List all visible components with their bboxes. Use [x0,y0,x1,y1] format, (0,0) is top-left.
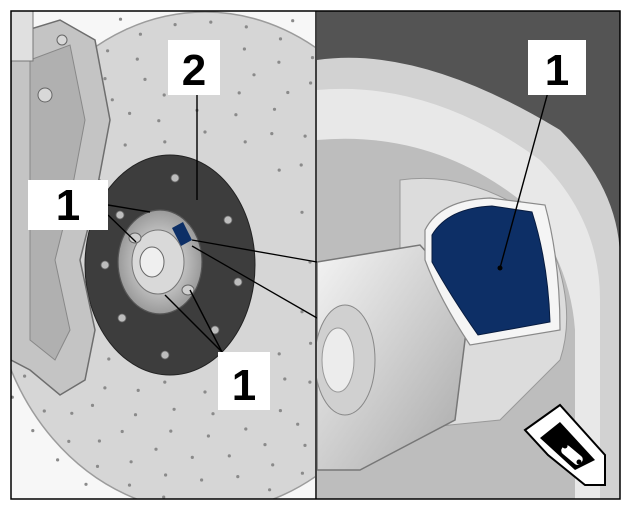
zoom-indicator-lines [191,239,318,319]
perforation-dot [128,111,132,115]
perforation-dot [103,77,107,81]
perforation-dot [303,443,307,447]
perforation-dot [190,455,194,459]
perforation-dot [242,47,246,51]
panel-frames [10,10,621,500]
perforation-dot [163,140,167,144]
perforation-dot [308,380,312,384]
perforation-dot [278,37,283,41]
perforation-dot [123,143,127,147]
perforation-dot [120,429,124,434]
perforation-dot [277,60,281,64]
perforation-dot [173,23,177,27]
perforation-dot [56,458,60,462]
callout-1-detail: 1 [528,40,586,95]
perforation-dot [133,413,138,417]
callout-label: 1 [232,361,256,410]
callout-leader [499,91,549,269]
perforation-dot [234,113,238,117]
callout-label: 1 [545,46,569,95]
perforation-dot [172,407,176,411]
perforation-dot [110,98,114,102]
perforation-dot [309,341,313,345]
perforation-dot [300,310,304,314]
perforation-dot [211,412,215,416]
perforation-dot [252,73,256,77]
perforation-dot [272,107,277,111]
callout-2-top: 2 [168,40,220,95]
perforation-dot [286,90,290,95]
perforation-dot [23,374,27,378]
perforation-dot [300,471,304,475]
perforation-dot [162,93,166,97]
callout-leaders [107,95,223,353]
perforation-dot [310,56,315,60]
callout-1-upper-left: 1 [28,180,108,230]
perforation-dot [143,77,147,81]
perforation-dot [291,19,295,23]
perforation-dot [135,57,139,61]
perforation-dot [162,495,166,499]
callout-label: 2 [182,46,206,95]
perforation-dot [136,388,140,392]
paint-marking [431,205,551,336]
perforation-dot [303,134,307,138]
perforation-dot [67,439,71,443]
perforation-dot [283,377,287,381]
perforation-dot [236,475,240,479]
perforation-dot [277,168,281,172]
callout-1-bottom: 1 [218,352,270,410]
perforation-dot [263,443,267,447]
perforation-dot [95,464,100,468]
perforation-dot [127,483,132,487]
perforation-dot [138,32,142,36]
perforation-dot [270,132,274,136]
perforation-dot [31,429,35,433]
perforation-dot [278,409,282,413]
perforation-dot [209,20,213,24]
perforation-dot [157,119,161,123]
perforation-dot [70,411,74,415]
perforation-dot [300,210,304,214]
perforation-dot [164,473,168,477]
perforation-dot [203,390,207,394]
perforation-dot [42,409,46,413]
perforation-dot [118,17,123,21]
perforation-dot [244,427,248,431]
perforation-dot [237,91,241,95]
perforation-dot [206,434,210,438]
perforation-dot [106,49,110,53]
callout-label: 1 [56,181,80,230]
perforation-dot [296,422,300,426]
perforation-dot [271,463,275,467]
right-panel: 1 [317,11,620,499]
perforation-dot [268,488,272,492]
perforation-dot [200,478,204,482]
left-panel: 1 2 1 [11,11,315,499]
perforation-dot [169,429,173,433]
perforation-dot [277,352,281,356]
perforation-dot [129,460,133,464]
perforation-dot [97,439,101,443]
perforation-dot [203,130,207,134]
perforation-dot [107,357,111,361]
perforation-dot [163,380,167,384]
perforation-dot [90,403,95,407]
perforation-dot [154,447,158,451]
perforation-dot [103,386,107,390]
perforation-dot [227,454,231,458]
perforation-dot [84,482,88,486]
perforation-dot [309,81,313,85]
car-view-arrow-icon [523,403,606,486]
wheel-nut [317,244,471,471]
perforation-dot [299,163,303,167]
perforation-dot [244,25,248,29]
hub-marking [172,222,192,246]
hat-bolt-holes [100,173,243,360]
perforation-dot [243,140,247,144]
